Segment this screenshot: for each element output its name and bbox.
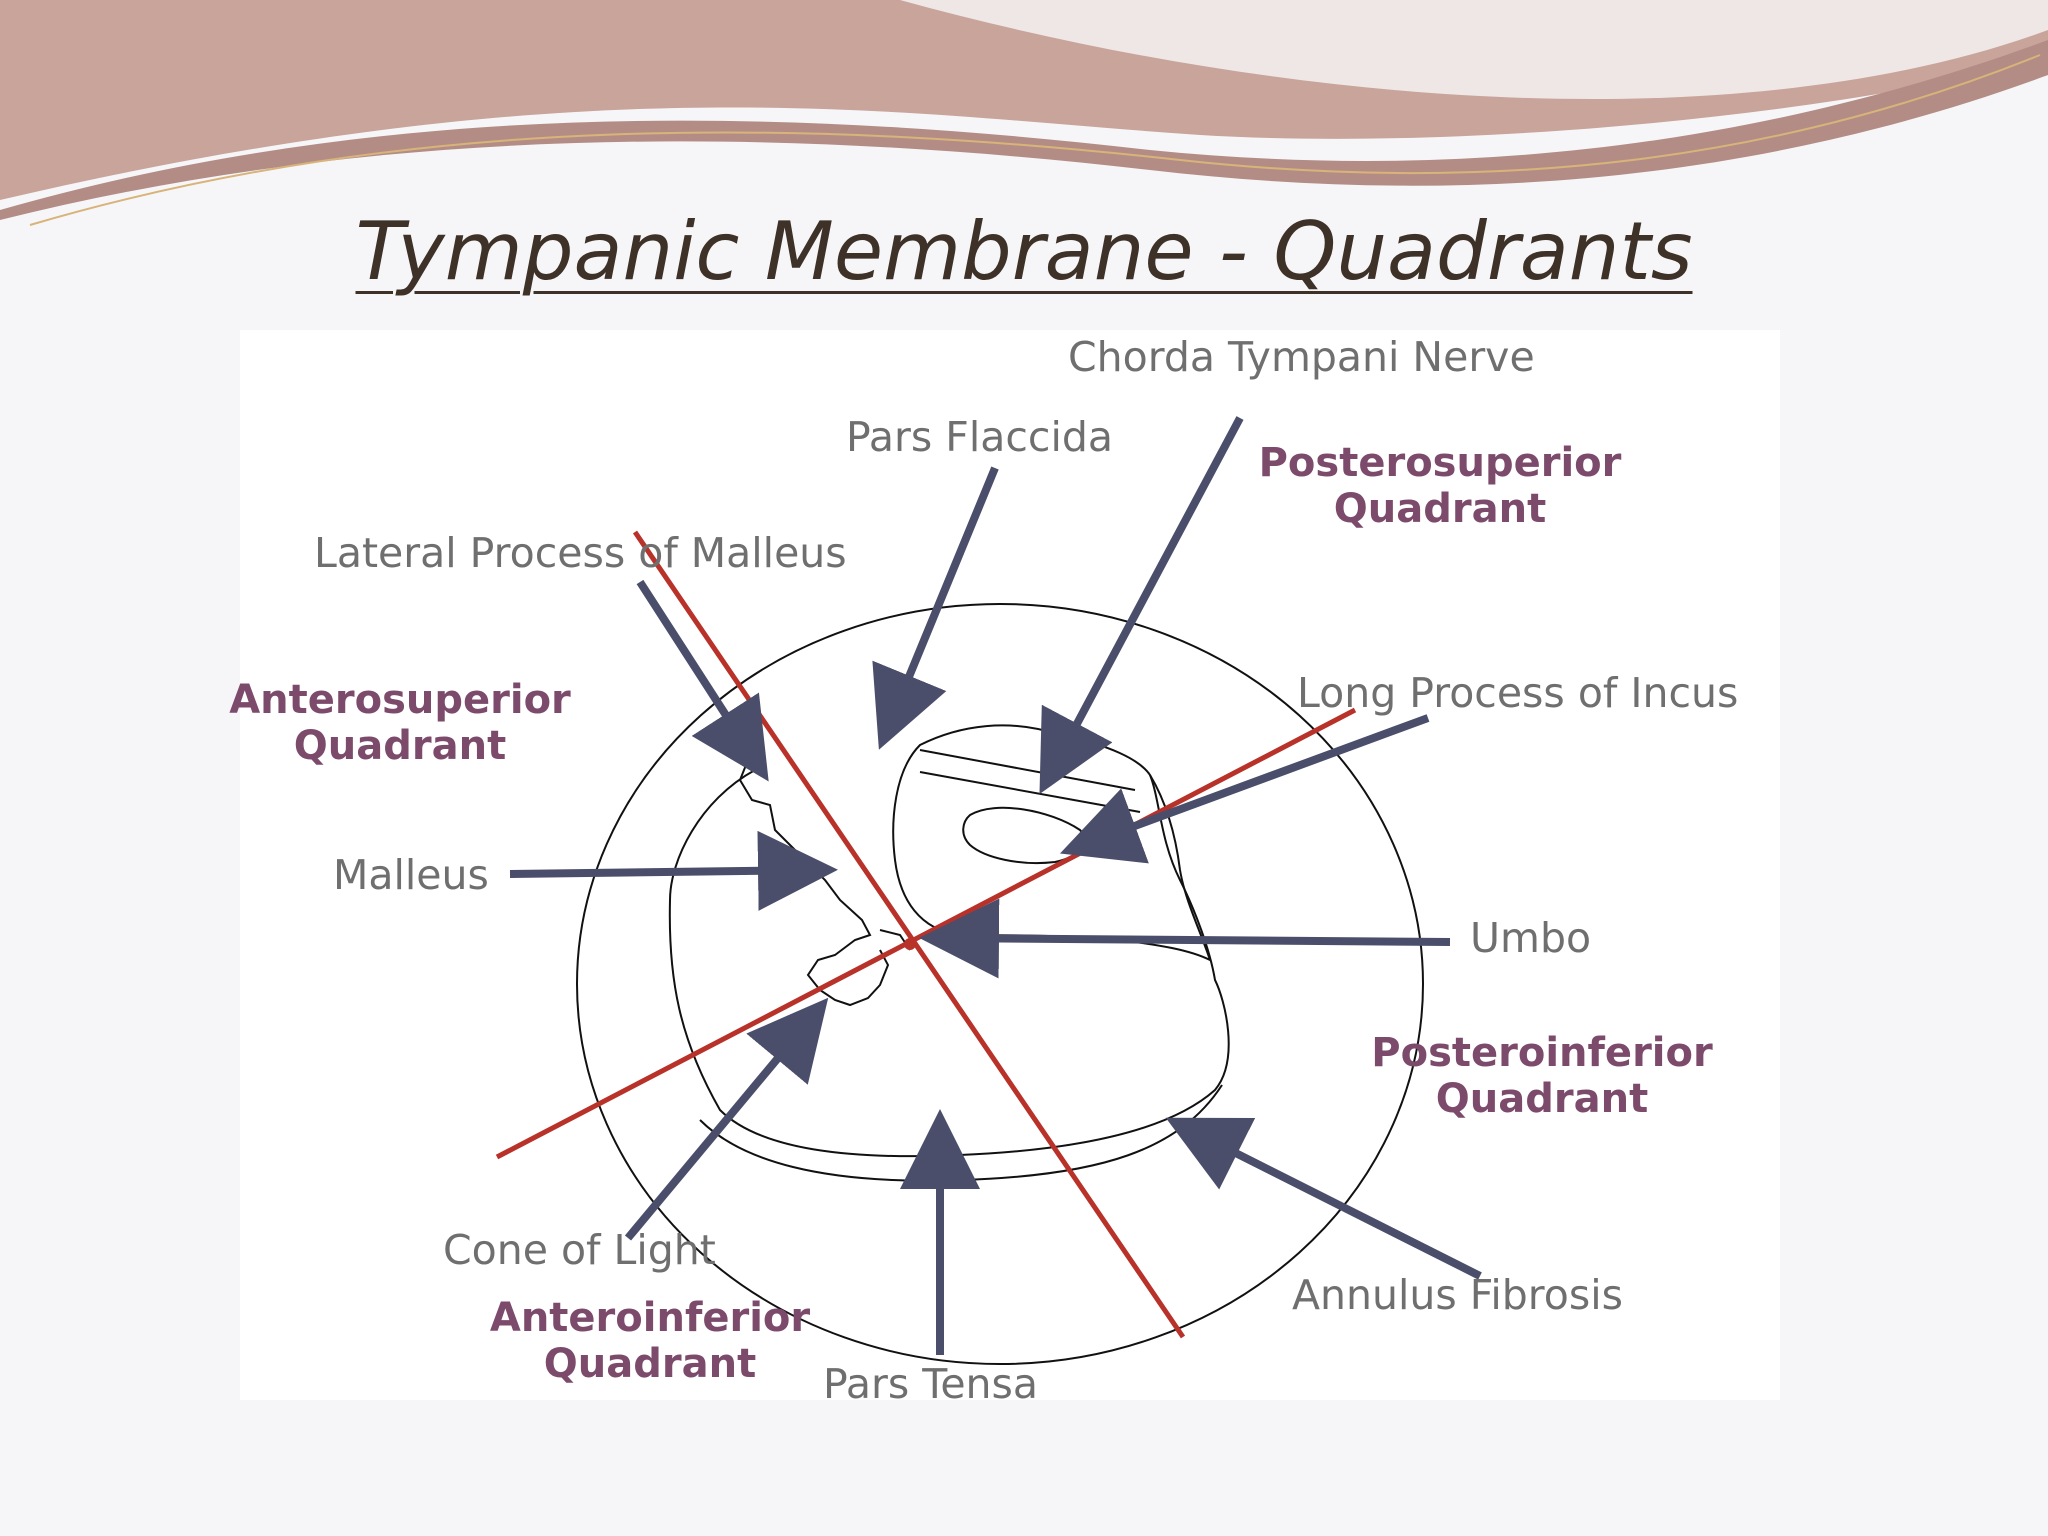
umbo-point	[904, 938, 916, 950]
quadrant-posterosuperior-word: Quadrant	[1333, 486, 1547, 532]
chorda-tympani-band	[919, 749, 1141, 813]
quadrant-anteroinferior-name: Anteroinferior	[489, 1295, 811, 1341]
label-umbo: Umbo	[1470, 914, 1592, 962]
incus-long-process-outline	[962, 806, 1087, 865]
quadrant-posteroinferior-word: Quadrant	[1435, 1076, 1649, 1122]
quadrant-anterosuperior-name: Anterosuperior	[229, 677, 571, 723]
arrow-long-process-incus	[1059, 714, 1430, 864]
arrow-malleus	[509, 830, 838, 911]
arrow-cone-of-light	[624, 997, 829, 1241]
quadrant-posteroinferior: Posteroinferior Quadrant	[1362, 1030, 1722, 1122]
diagram-panel	[240, 330, 1780, 1400]
arrow-pars-flaccida	[872, 466, 999, 750]
quadrant-anteroinferior-word: Quadrant	[543, 1341, 757, 1387]
arrow-lateral-process	[636, 579, 769, 782]
label-pars-flaccida: Pars Flaccida	[846, 413, 1113, 461]
quadrant-anterosuperior-word: Quadrant	[293, 723, 507, 769]
quadrant-posterosuperior: Posterosuperior Quadrant	[1250, 440, 1630, 532]
quadrant-posterosuperior-name: Posterosuperior	[1258, 440, 1622, 486]
slide-title: Tympanic Membrane - Quadrants	[355, 205, 1693, 298]
quadrant-line-horizontal	[495, 707, 1357, 1160]
header-wave-decoration	[0, 0, 2048, 226]
quadrant-posteroinferior-name: Posteroinferior	[1371, 1030, 1713, 1076]
annulus-circle	[576, 603, 1424, 1365]
quadrant-anterosuperior: Anterosuperior Quadrant	[225, 677, 575, 769]
pars-tensa-outline	[668, 769, 1230, 1158]
quadrant-line-vertical	[632, 530, 1186, 1339]
label-annulus-fibrosis: Annulus Fibrosis	[1292, 1271, 1623, 1319]
label-chorda-tympani: Chorda Tympani Nerve	[1068, 333, 1535, 381]
arrow-chorda-tympani	[1039, 416, 1244, 795]
label-lateral-process: Lateral Process of Malleus	[314, 529, 847, 577]
label-malleus: Malleus	[333, 851, 489, 899]
quadrant-anteroinferior: Anteroinferior Quadrant	[480, 1295, 820, 1387]
annulus-inner-rim	[699, 1084, 1223, 1182]
label-pars-tensa: Pars Tensa	[823, 1360, 1039, 1408]
arrow-annulus-fibrosis	[1165, 1117, 1482, 1280]
malleus-outline	[738, 759, 890, 1007]
arrow-umbo	[919, 898, 1451, 979]
label-cone-of-light: Cone of Light	[443, 1226, 716, 1274]
label-long-process-incus: Long Process of Incus	[1297, 669, 1739, 717]
